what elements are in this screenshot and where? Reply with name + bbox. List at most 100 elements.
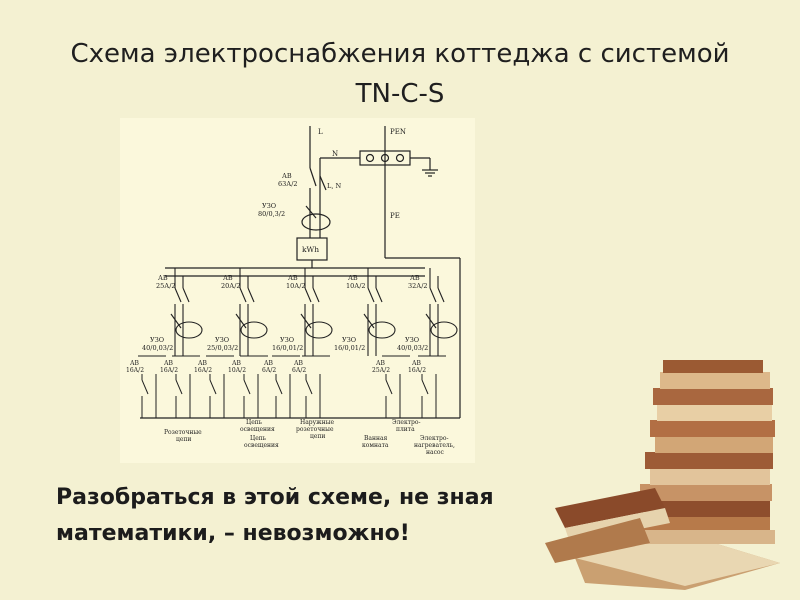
branch-breaker-blade [421, 379, 429, 395]
group-rcd-blade [170, 313, 182, 329]
label-n: N [332, 150, 338, 158]
label-pe: PE [390, 212, 400, 220]
branch-breaker-7-type: АВ [376, 360, 386, 367]
main-breaker-rating: 63А/2 [278, 180, 298, 188]
main-breaker-side: L, N [327, 182, 341, 190]
title-line-2: TN-C-S [355, 79, 445, 109]
circuit-4-line3: цепи [310, 433, 325, 440]
group-breaker-blade [239, 287, 247, 303]
caption-line-1: Разобраться в этой схеме, не зная [56, 485, 494, 510]
branch-breaker-6-rating: 6А/2 [292, 367, 306, 374]
branch-breaker-blade [385, 379, 393, 395]
slide-caption: Разобраться в этой схеме, не зная матема… [56, 480, 616, 552]
group-breaker-blade [174, 287, 182, 303]
group-rcd-5-rating: 40/0,03/2 [397, 344, 428, 352]
circuit-4-line1: Наружные [300, 419, 334, 426]
branch-breaker-blade [305, 379, 313, 395]
circuit-3-line2: освещения [244, 442, 279, 449]
group-rcd-4-rating: 16/0,01/2 [334, 344, 365, 352]
circuit-2-line2: освещения [240, 426, 275, 433]
group-rcd-1-rating: 40/0,03/2 [142, 344, 173, 352]
group-rcd-2-type: УЗО [215, 336, 229, 344]
circuit-7-line3: насос [426, 449, 445, 456]
circuit-7-line2: нагреватель, [414, 442, 455, 449]
branch-breaker-6-type: АВ [294, 360, 304, 367]
group-breaker-blade [437, 287, 445, 303]
group-breaker-4-type: АВ [348, 274, 358, 282]
branch-breaker-3-rating: 16А/2 [194, 367, 212, 374]
main-rcd-rating: 80/0,3/2 [258, 210, 285, 218]
branch-breaker-5-type: АВ [264, 360, 274, 367]
group-rcd-toroid [305, 321, 333, 339]
group-rcd-blade [425, 313, 437, 329]
group-breaker-4-rating: 10А/2 [346, 282, 366, 290]
branch-breaker-2-type: АВ [164, 360, 174, 367]
group-rcd-3-rating: 16/0,01/2 [272, 344, 303, 352]
branch-breaker-blade [209, 379, 217, 395]
group-breaker-blade [429, 287, 437, 303]
book-stack-illustration [545, 360, 780, 590]
group-rcd-blade [235, 313, 247, 329]
group-breaker-5-rating: 32А/2 [408, 282, 428, 290]
group-breaker-1-rating: 25А/2 [156, 282, 176, 290]
group-breaker-blade [312, 287, 320, 303]
circuit-5-line1: Ванная [364, 435, 388, 442]
circuit-6-line1: Электро- [392, 419, 421, 426]
circuit-1-line2: цепи [176, 436, 191, 443]
circuit-2-line1: Цепь [246, 419, 263, 426]
main-breaker-type: АВ [282, 172, 292, 180]
group-breaker-2-rating: 20А/2 [221, 282, 241, 290]
circuit-4-line2: розеточные [296, 426, 334, 433]
group-breaker-2-type: АВ [223, 274, 233, 282]
circuit-6-line2: плита [396, 426, 415, 433]
branch-breaker-blade [175, 379, 183, 395]
branch-breaker-1-rating: 16А/2 [126, 367, 144, 374]
branch-breaker-4-type: АВ [232, 360, 242, 367]
branch-breaker-5-rating: 6А/2 [262, 367, 276, 374]
branch-breaker-1-type: АВ [130, 360, 140, 367]
group-circuit-lines [170, 268, 458, 356]
group-breaker-blade [367, 287, 375, 303]
circuit-labels: Розеточные цепи Цепь освещения Цепь осве… [164, 419, 455, 456]
branch-breaker-8-type: АВ [412, 360, 422, 367]
circuit-7-line1: Электро- [420, 435, 449, 442]
group-rcd-toroid [430, 321, 458, 339]
wiring-diagram: L PEN N PE АВ 63А/2 L, N УЗО 80/0,3/2 kW… [120, 118, 475, 463]
group-breaker-blade [304, 287, 312, 303]
group-rcd-blade [300, 313, 312, 329]
branch-breaker-blade [141, 379, 149, 395]
group-rcd-toroid [368, 321, 396, 339]
title-line-1: Схема электроснабжения коттеджа с систем… [70, 39, 730, 69]
branch-circuit-lines [138, 355, 446, 418]
group-rcd-2-rating: 25/0,03/2 [207, 344, 238, 352]
meter-label: kWh [302, 245, 319, 254]
branch-breaker-labels: АВ 16А/2 АВ 16А/2 АВ 16А/2 АВ 10А/2 АВ 6… [126, 360, 426, 374]
group-rcd-5-type: УЗО [405, 336, 419, 344]
branch-breaker-blade [243, 379, 251, 395]
group-rcd-toroid [175, 321, 203, 339]
caption-line-2: математики, – невозможно! [56, 521, 410, 546]
main-rcd-type: УЗО [262, 202, 276, 210]
group-breaker-blade [247, 287, 255, 303]
branch-breaker-blade [275, 379, 283, 395]
group-breaker-5-type: АВ [410, 274, 420, 282]
group-breaker-3-rating: 10А/2 [286, 282, 306, 290]
branch-breaker-7-rating: 25А/2 [372, 367, 390, 374]
books-icon [545, 360, 780, 590]
branch-breaker-2-rating: 16А/2 [160, 367, 178, 374]
group-rcd-blade [363, 313, 375, 329]
group-rcd-3-type: УЗО [280, 336, 294, 344]
circuit-5-line2: комната [362, 442, 389, 449]
group-breaker-blade [182, 287, 190, 303]
group-rcd-4-type: УЗО [342, 336, 356, 344]
slide-title: Схема электроснабжения коттеджа с систем… [30, 34, 770, 114]
group-breaker-blade [375, 287, 383, 303]
label-l: L [318, 128, 323, 136]
branch-breaker-8-rating: 16А/2 [408, 367, 426, 374]
label-pen: PEN [390, 128, 406, 136]
wiring-diagram-svg: L PEN N PE АВ 63А/2 L, N УЗО 80/0,3/2 kW… [126, 126, 461, 456]
branch-breaker-3-type: АВ [198, 360, 208, 367]
group-breaker-1-type: АВ [158, 274, 168, 282]
branch-breaker-4-rating: 10А/2 [228, 367, 246, 374]
